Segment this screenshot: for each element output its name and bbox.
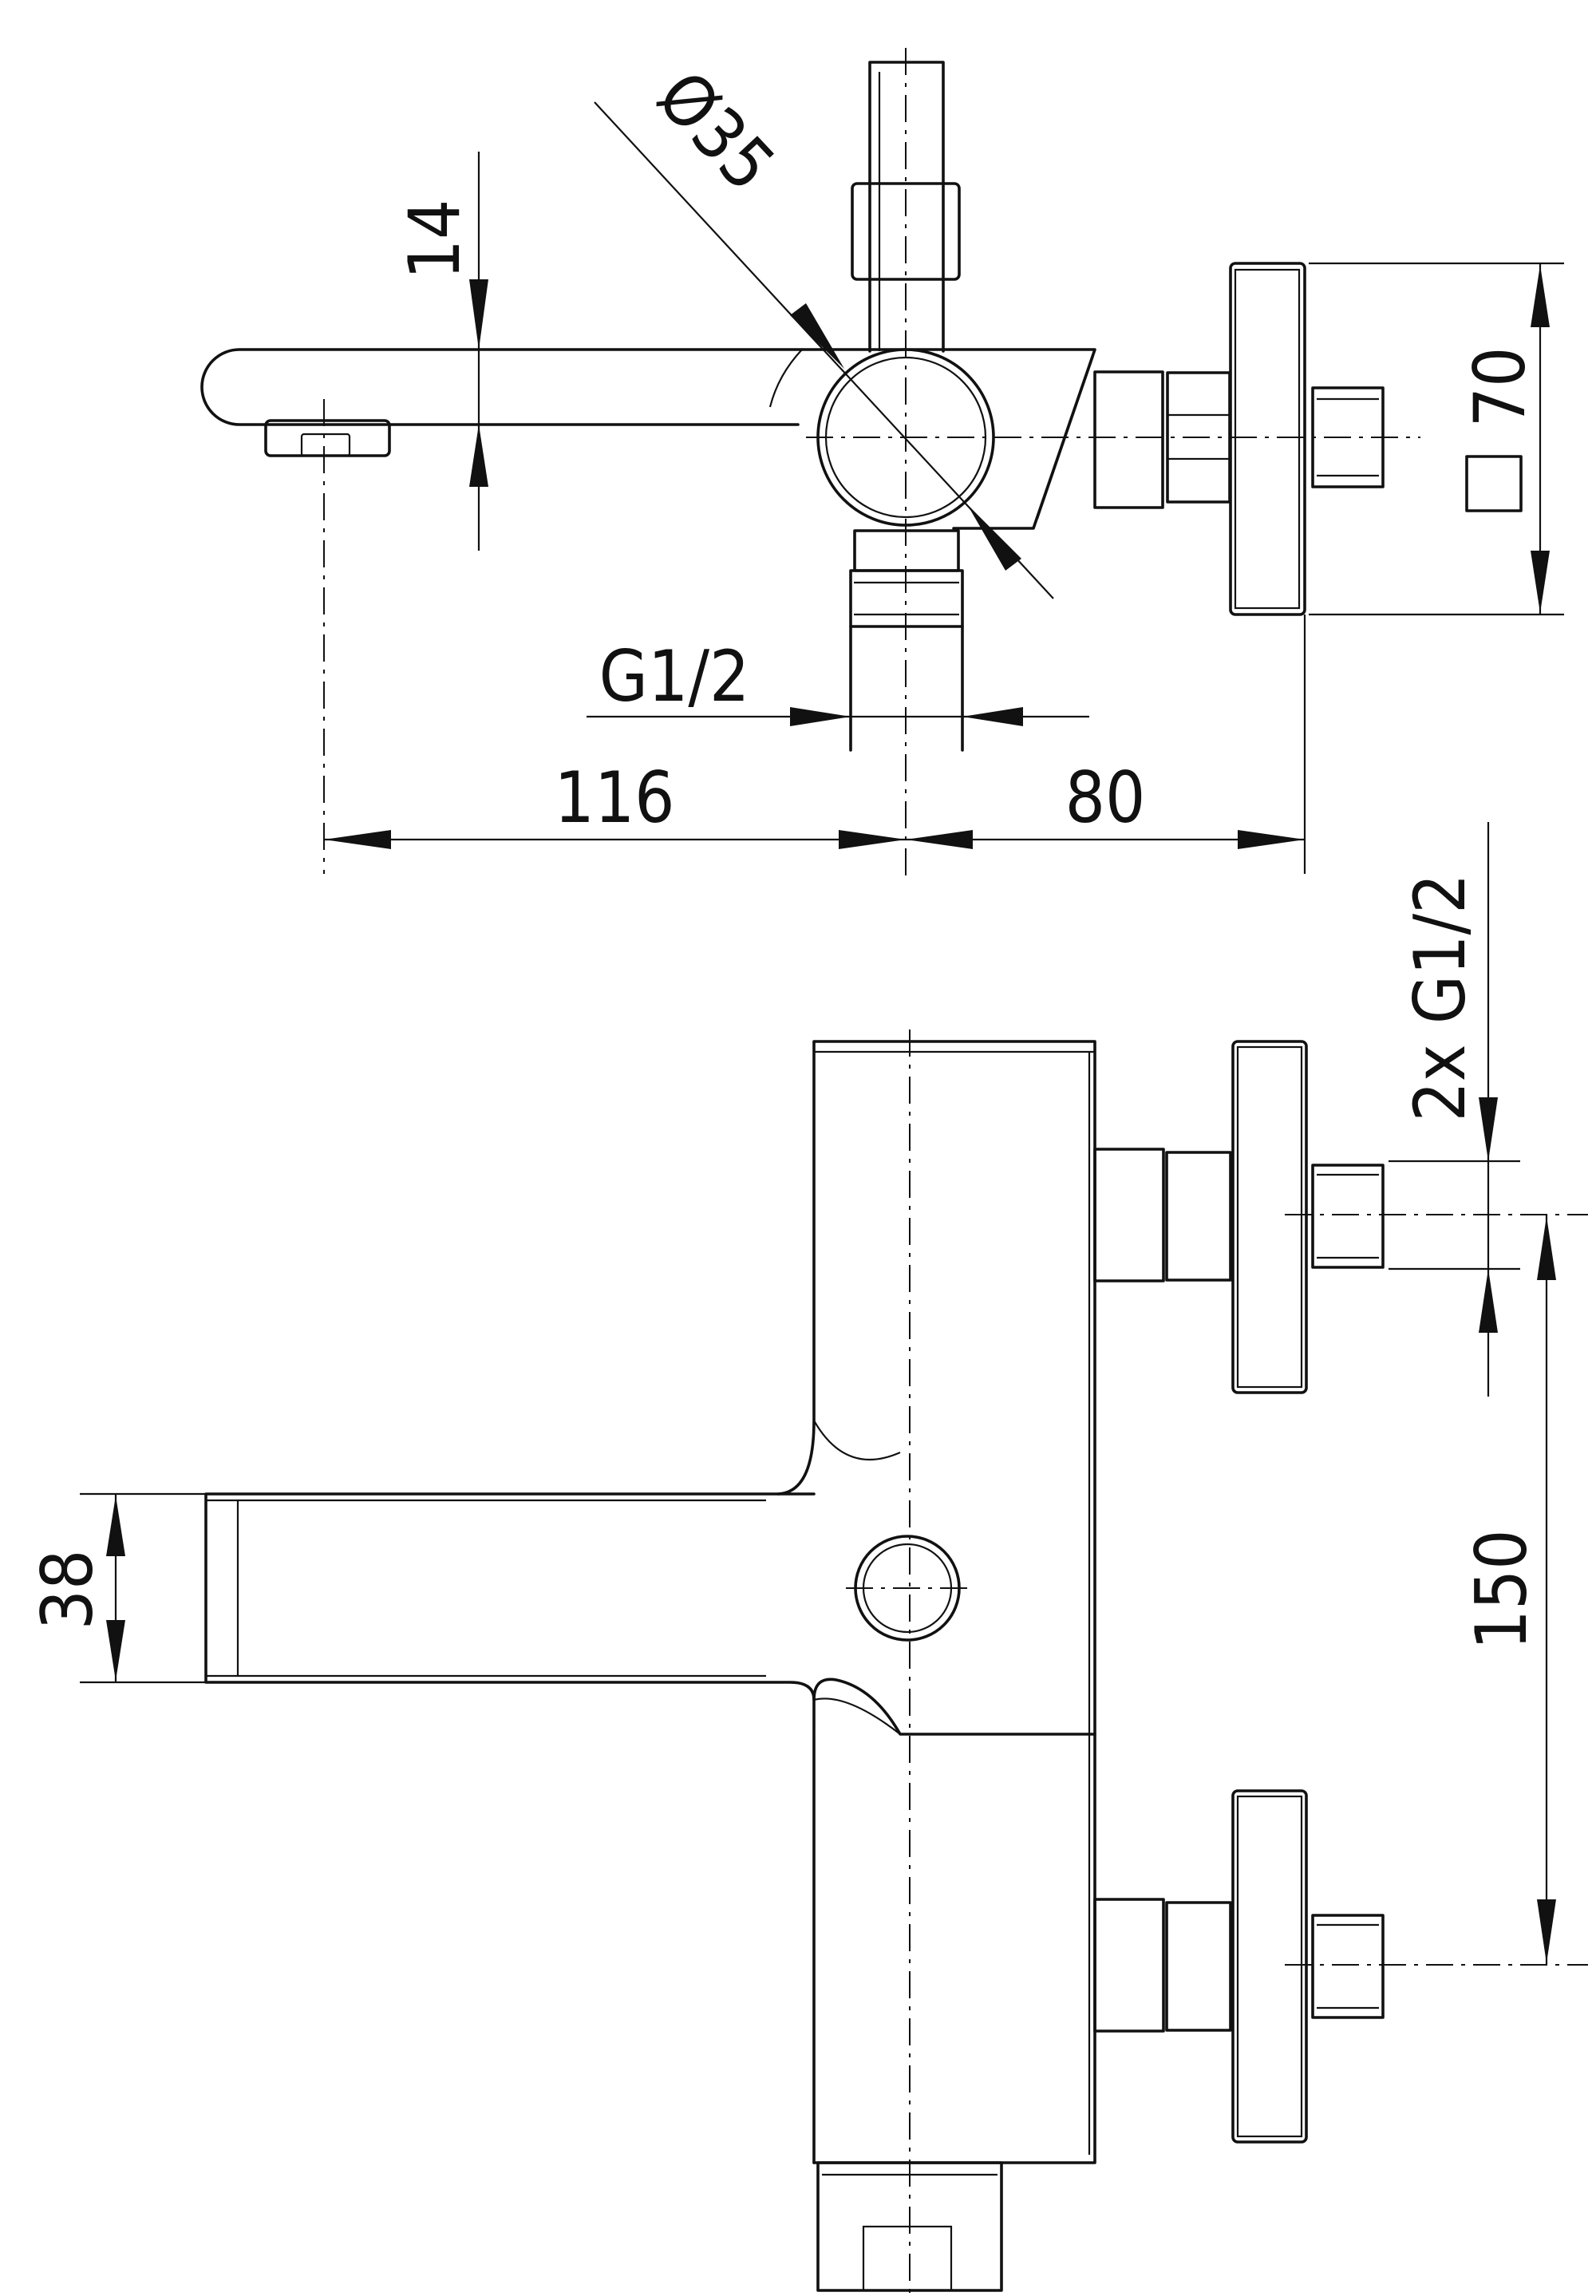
- front-spout: [204, 1492, 816, 1701]
- dimension-labels: 14 Ø35 70 G1/2 116 80 2x G1/2 38 150: [26, 55, 1543, 1650]
- front-body: [812, 1678, 1096, 2164]
- dim-70-arrow: [1531, 551, 1550, 613]
- label-square-70: 70: [1459, 347, 1541, 428]
- label-116: 116: [554, 757, 674, 839]
- top-aerator-inner: [300, 433, 351, 457]
- label-2x-g12: 2x G1/2: [1399, 873, 1481, 1121]
- dim-116-arrow: [324, 830, 391, 849]
- dim-38-arrow: [106, 1496, 125, 1556]
- front-upper-connector: [1311, 1164, 1385, 1269]
- top-spout-curve: [768, 349, 803, 408]
- dim-80-arrow: [906, 830, 973, 849]
- front-upper-inlet-nut: [1165, 1151, 1232, 1282]
- front-lower-connector: [1311, 1914, 1385, 2019]
- dim-d35-arrow: [790, 303, 844, 369]
- label-14: 14: [393, 200, 476, 280]
- front-body-edge-low: [813, 1697, 901, 1735]
- top-flange-inner: [1234, 268, 1301, 610]
- front-body-edge: [813, 1420, 901, 1460]
- dim-d35-arrow: [967, 504, 1021, 571]
- label-80: 80: [1065, 757, 1146, 839]
- dim-150-arrow: [1537, 1216, 1556, 1280]
- dim-70-arrow: [1531, 265, 1550, 327]
- top-flange: [1229, 262, 1306, 616]
- front-lower-inlet-nut: [1165, 1901, 1232, 2032]
- label-150: 150: [1460, 1529, 1543, 1650]
- dim-g12-arrow: [962, 707, 1023, 726]
- front-lower-flange: [1231, 1789, 1308, 2144]
- top-lever-knob: [851, 182, 961, 281]
- square-symbol: [1465, 455, 1523, 512]
- dim-inlet-arrow: [1479, 1269, 1498, 1333]
- dim-14-arrow: [469, 279, 488, 350]
- label-g12-top: G1/2: [599, 635, 750, 717]
- dim-150-arrow: [1537, 1899, 1556, 1963]
- front-bottom-outlet-inner: [862, 2225, 953, 2292]
- front-upper-flange-inner: [1236, 1045, 1303, 1389]
- front-upper-flange: [1231, 1040, 1308, 1394]
- top-spout: [200, 348, 804, 426]
- front-upper-inlet-body: [1093, 1148, 1165, 1282]
- dim-inlet-arrow: [1479, 1097, 1498, 1161]
- dim-116-arrow: [839, 830, 906, 849]
- dimension-lines: [80, 101, 1564, 1965]
- top-view: [200, 48, 1420, 878]
- dim-38-arrow: [106, 1620, 125, 1681]
- front-view: [204, 1029, 1588, 2296]
- top-inlet-body: [1093, 370, 1164, 509]
- front-lower-flange-inner: [1236, 1795, 1303, 2138]
- dim-14-arrow: [469, 425, 488, 487]
- label-diameter-35: Ø35: [642, 55, 791, 206]
- dim-g12-arrow: [790, 707, 851, 726]
- dim-80-arrow: [1238, 830, 1305, 849]
- front-body-outer: [776, 1040, 1096, 2164]
- label-38: 38: [26, 1550, 109, 1630]
- front-lower-inlet-body: [1093, 1898, 1165, 2033]
